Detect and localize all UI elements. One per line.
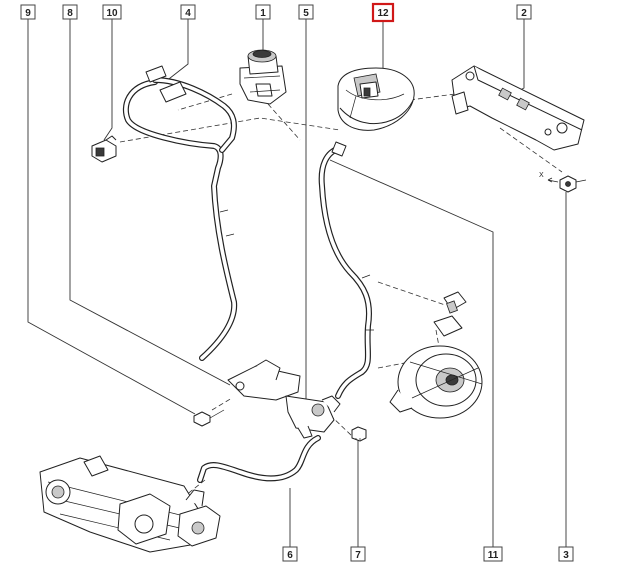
svg-text:4: 4 bbox=[185, 8, 191, 19]
leader-8 bbox=[69, 19, 231, 386]
callout-8: 8 bbox=[62, 4, 78, 20]
svg-text:1: 1 bbox=[260, 8, 266, 19]
assembly-line-b bbox=[177, 93, 233, 111]
svg-text:5: 5 bbox=[303, 8, 309, 19]
callout-5: 5 bbox=[298, 4, 314, 20]
part-1-valve bbox=[239, 49, 287, 105]
vacuum-pump bbox=[389, 291, 483, 419]
callout-12: 12 bbox=[371, 2, 395, 23]
leader-4 bbox=[164, 19, 189, 83]
leader-10 bbox=[103, 19, 113, 141]
hose-11 bbox=[318, 141, 374, 399]
svg-text:6: 6 bbox=[287, 550, 293, 561]
svg-text:3: 3 bbox=[563, 550, 569, 561]
leader-lines bbox=[27, 19, 567, 547]
svg-text:10: 10 bbox=[106, 8, 118, 19]
callout-9: 9 bbox=[20, 4, 36, 20]
part-2-bracket bbox=[451, 65, 585, 151]
svg-text:12: 12 bbox=[377, 8, 389, 19]
svg-text:7: 7 bbox=[355, 550, 361, 561]
leader-9 bbox=[27, 19, 196, 415]
part-3-nut: X bbox=[539, 172, 587, 193]
dimension-mark: X bbox=[539, 172, 544, 179]
leader-11 bbox=[329, 159, 494, 547]
callout-7: 7 bbox=[350, 546, 366, 562]
part-7-bolt bbox=[351, 426, 367, 442]
assembly-line-a bbox=[119, 117, 341, 143]
assembly-line-e bbox=[499, 127, 563, 173]
svg-text:8: 8 bbox=[67, 8, 73, 19]
callout-11: 11 bbox=[483, 546, 503, 562]
hose-assembly-4 bbox=[122, 65, 238, 361]
svg-text:9: 9 bbox=[25, 8, 31, 19]
callout-1: 1 bbox=[255, 4, 271, 20]
svg-text:2: 2 bbox=[521, 8, 527, 19]
callout-2: 2 bbox=[516, 4, 532, 20]
callout-4: 4 bbox=[180, 4, 196, 20]
assembly-lines bbox=[119, 93, 563, 501]
hose-6 bbox=[197, 435, 321, 483]
assembly-line-j bbox=[329, 414, 353, 437]
callout-boxes: 9 8 10 4 1 5 12 2 bbox=[20, 2, 574, 562]
callout-6: 6 bbox=[282, 546, 298, 562]
assembly-line-d bbox=[409, 93, 456, 101]
part-5-fitting bbox=[227, 359, 341, 439]
callout-3: 3 bbox=[558, 546, 574, 562]
part-12-reservoir bbox=[337, 67, 415, 131]
assembly-line-f bbox=[377, 281, 446, 306]
assembly-line-c bbox=[267, 103, 301, 141]
assembly-line-i bbox=[211, 397, 233, 411]
egr-cooler bbox=[39, 455, 221, 553]
svg-text:11: 11 bbox=[488, 550, 499, 561]
part-9-bolt bbox=[193, 409, 225, 427]
part-10-clip bbox=[91, 135, 117, 163]
callout-10: 10 bbox=[102, 4, 122, 20]
